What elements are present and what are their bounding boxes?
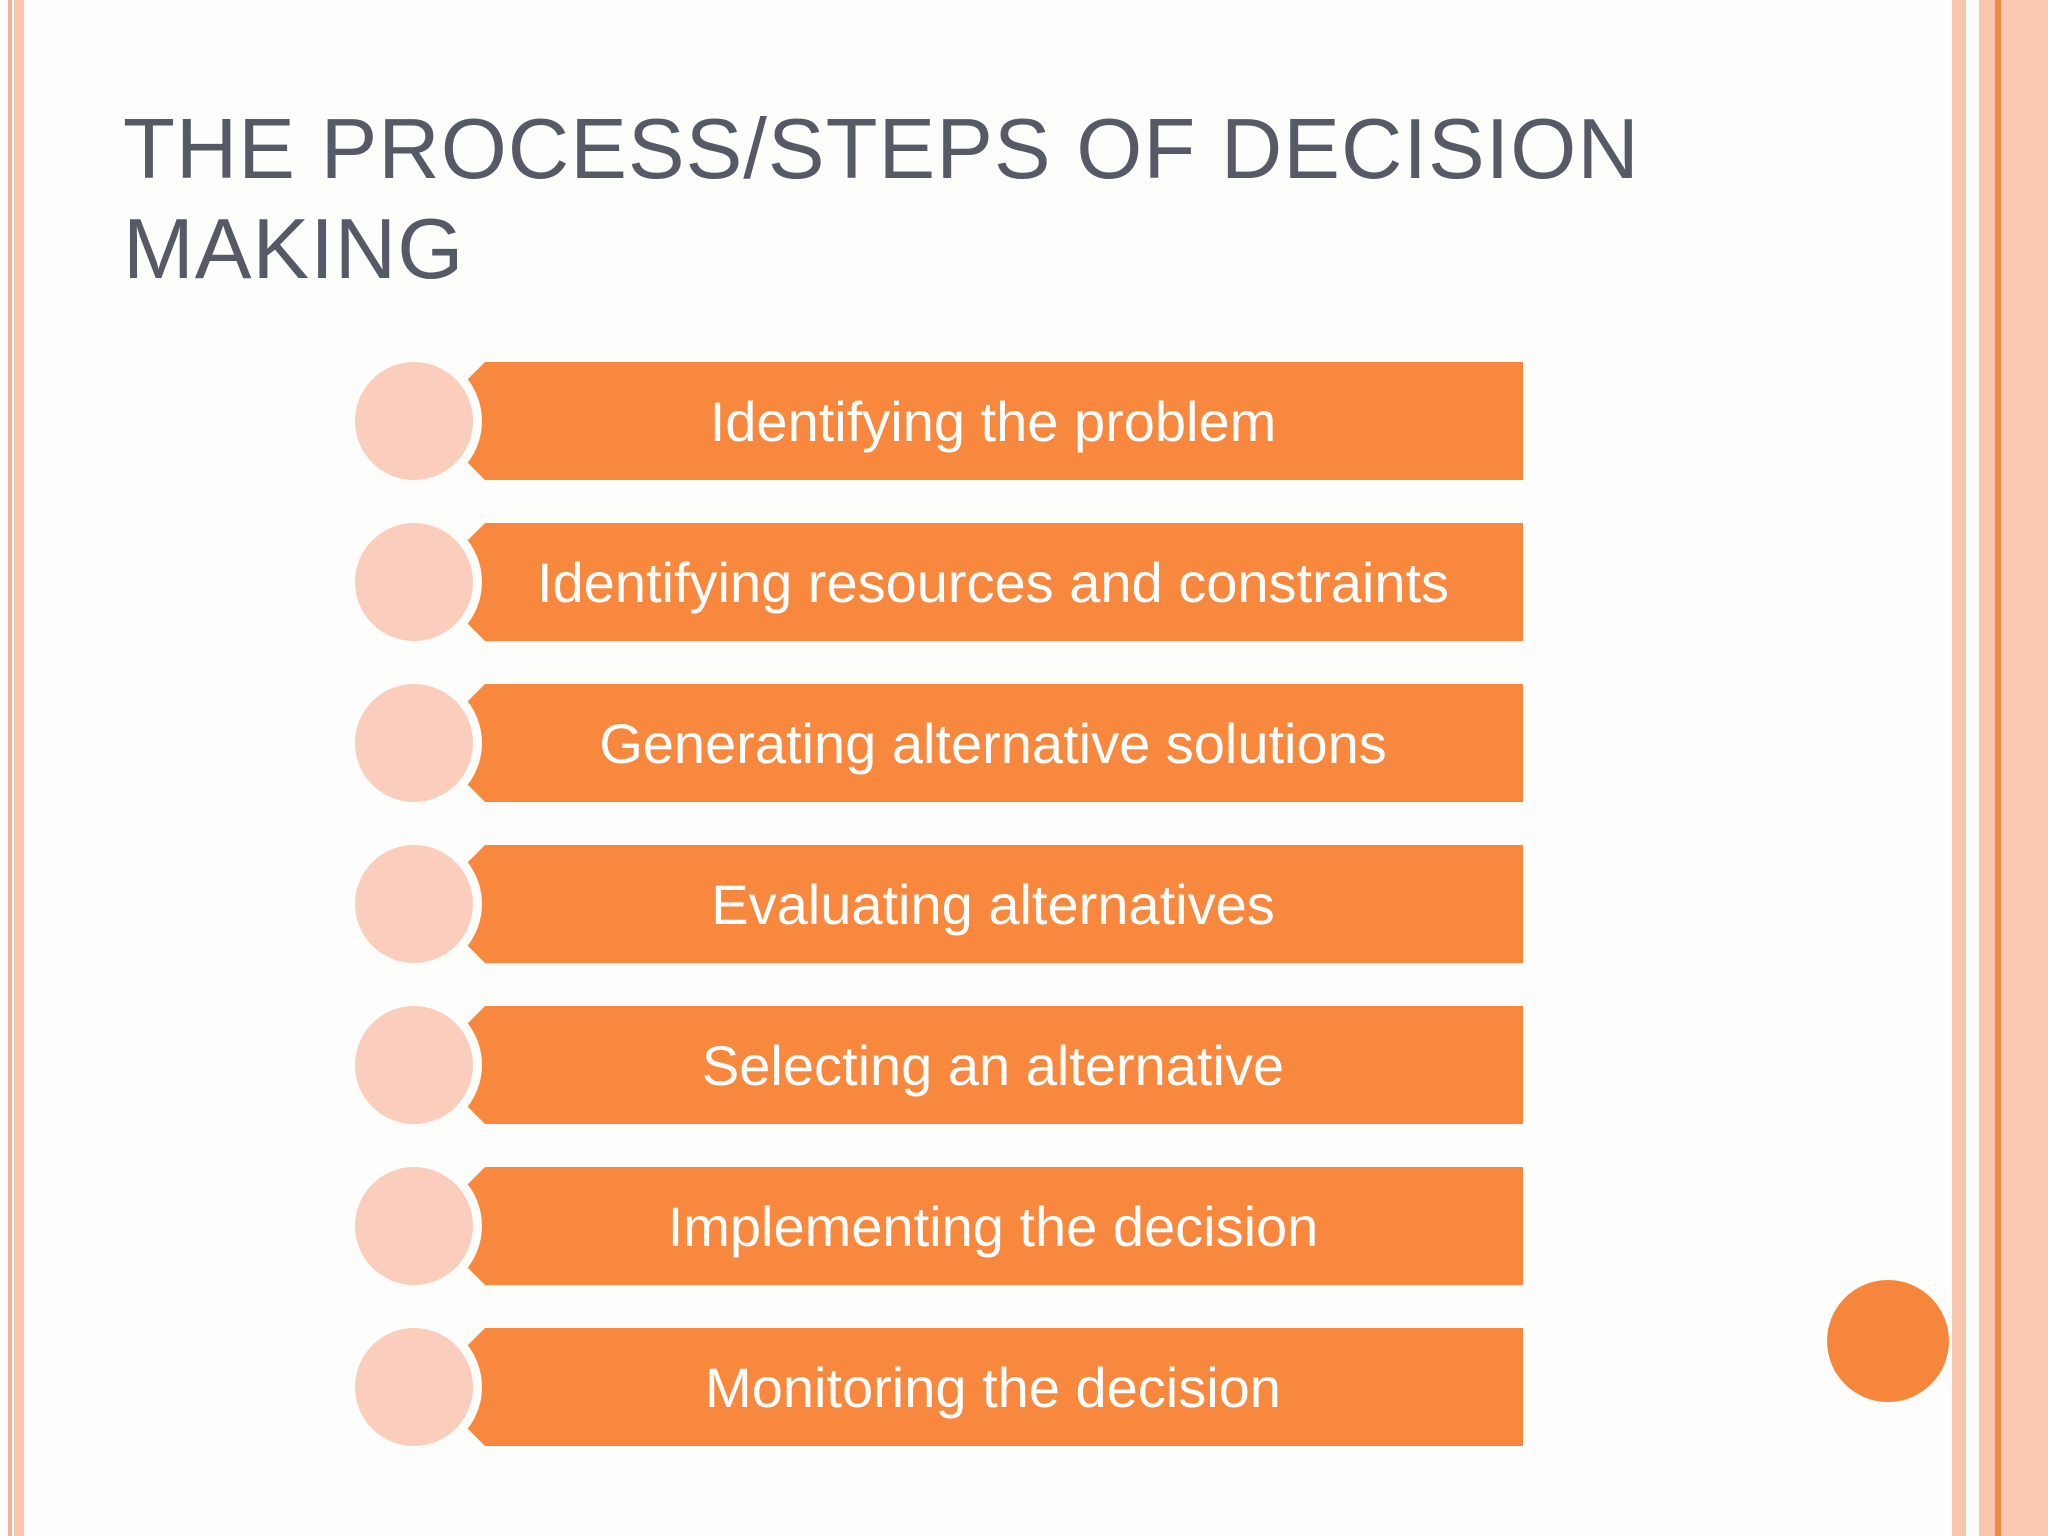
right-border-stripe-middle [1979, 0, 1995, 1536]
step-row-7: Monitoring the decision [0, 1319, 2048, 1455]
step-row-2: Identifying resources and constraints [0, 514, 2048, 650]
step-bar: Implementing the decision [463, 1167, 1523, 1285]
step-row-3: Generating alternative solutions [0, 675, 2048, 811]
step-bar: Evaluating alternatives [463, 845, 1523, 963]
step-label: Generating alternative solutions [599, 711, 1387, 775]
accent-circle [1827, 1280, 1949, 1402]
left-border-stripe-wide [14, 0, 24, 1536]
step-bar: Identifying resources and constraints [463, 523, 1523, 641]
slide-title: THE PROCESS/STEPS OF DECISION MAKING [123, 102, 1640, 297]
step-label: Evaluating alternatives [711, 872, 1275, 936]
right-border-stripe-inner [1952, 0, 1966, 1536]
step-label: Identifying the problem [709, 389, 1277, 453]
step-row-4: Evaluating alternatives [0, 836, 2048, 972]
step-label: Selecting an alternative [701, 1033, 1285, 1097]
step-label: Identifying resources and constraints [536, 550, 1450, 614]
left-border-stripe-thin [8, 0, 12, 1536]
step-row-1: Identifying the problem [0, 353, 2048, 489]
step-label: Implementing the decision [667, 1194, 1319, 1258]
step-bullet-circle [346, 836, 482, 972]
step-bullet-circle [346, 997, 482, 1133]
right-border-stripe-outer [2001, 0, 2048, 1536]
step-bar: Identifying the problem [463, 362, 1523, 480]
step-bar: Generating alternative solutions [463, 684, 1523, 802]
step-bullet-circle [346, 1158, 482, 1294]
step-bar: Monitoring the decision [463, 1328, 1523, 1446]
step-row-5: Selecting an alternative [0, 997, 2048, 1133]
step-bar: Selecting an alternative [463, 1006, 1523, 1124]
step-bullet-circle [346, 514, 482, 650]
step-bullet-circle [346, 353, 482, 489]
step-row-6: Implementing the decision [0, 1158, 2048, 1294]
right-border-accent-line [1995, 0, 2001, 1536]
step-bullet-circle [346, 1319, 482, 1455]
step-bullet-circle [346, 675, 482, 811]
step-label: Monitoring the decision [705, 1355, 1281, 1419]
